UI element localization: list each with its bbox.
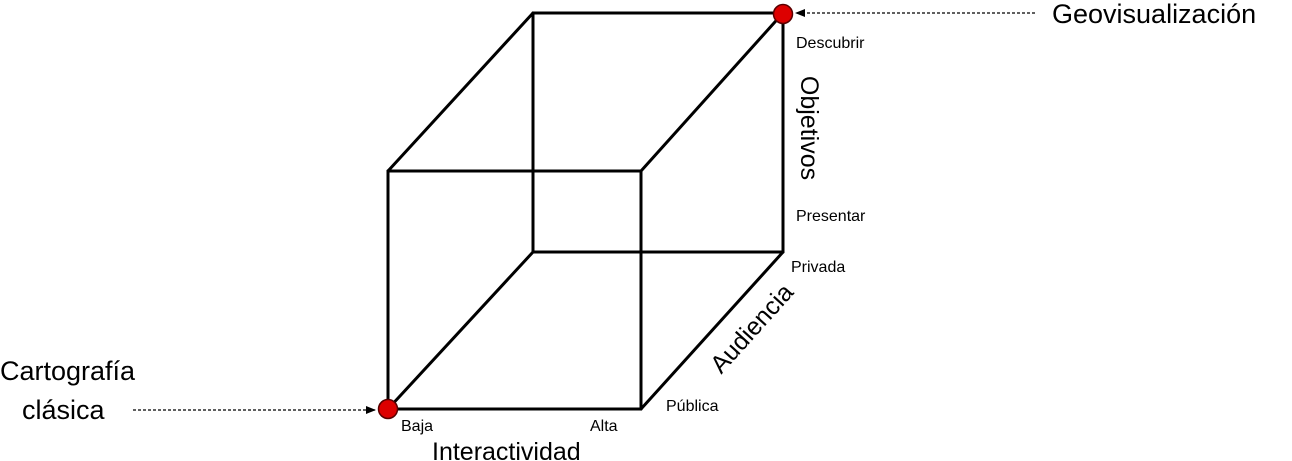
audience-axis-title: Audiencia [705,278,799,378]
audience-high-label: Privada [791,259,845,276]
interactivity-low-label: Baja [401,418,433,435]
geovisualization-label: Geovisualización [1052,0,1256,29]
interactivity-high-label: Alta [590,418,618,435]
objectives-low-label: Presentar [796,208,866,225]
depth-edge-bottom-right [639,250,785,411]
objectives-axis-title: Objetivos [795,76,823,180]
cartography-dot [377,398,399,420]
cube-front-face [386,169,643,411]
depth-edge-bottom-left [386,250,535,411]
depth-edge-top-right [639,11,785,173]
cartography-label-line1: Cartografía [0,356,136,386]
interactivity-axis-title: Interactividad [432,438,581,461]
cube-back-face [531,11,785,254]
geovisualization-dot [772,3,794,25]
depth-edge-top-left [386,11,535,173]
audience-low-label: Pública [666,398,719,415]
cartography-label-line2: clásica [22,395,106,425]
cube-depth-edges [386,11,785,411]
objectives-high-label: Descubrir [796,35,865,52]
